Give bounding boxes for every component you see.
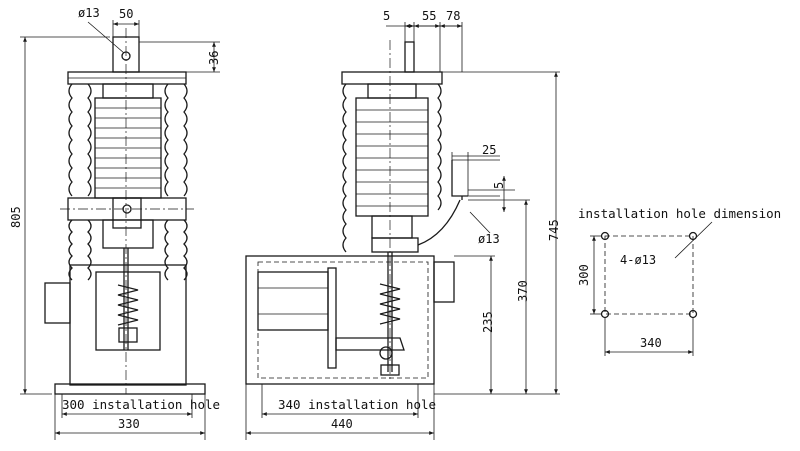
side-offset-55: 55 xyxy=(422,9,436,23)
side-view xyxy=(245,40,468,385)
front-view xyxy=(44,28,206,395)
hole-pattern-height-300: 300 xyxy=(577,264,591,286)
front-interrupter-fins xyxy=(94,97,162,199)
side-installation-hole-label: 340 installation hole xyxy=(278,397,436,412)
side-lower-height-370: 370 xyxy=(516,280,530,302)
front-hole-diameter: ø13 xyxy=(78,6,100,20)
hole-pattern-width-340: 340 xyxy=(640,336,662,350)
hole-pattern xyxy=(590,221,713,356)
side-terminal-bracket xyxy=(451,160,468,197)
front-right-bellows xyxy=(164,83,169,197)
side-spring xyxy=(379,283,401,325)
mounting-hole xyxy=(600,231,610,241)
side-offset-78: 78 xyxy=(446,9,460,23)
side-interrupter-fins xyxy=(355,97,429,217)
side-mid-height-235: 235 xyxy=(481,311,495,333)
hole-pattern-label: 4-ø13 xyxy=(620,253,656,267)
side-right-box xyxy=(433,261,455,303)
front-left-bellows xyxy=(68,83,73,197)
mounting-hole xyxy=(688,231,698,241)
side-bracket-offset-5: 5 xyxy=(492,182,506,189)
side-operating-coil xyxy=(257,271,329,331)
side-left-bellows xyxy=(342,83,347,253)
mounting-hole xyxy=(600,309,610,319)
side-base-width-440: 440 xyxy=(331,417,353,431)
side-top-cap xyxy=(341,71,443,85)
side-bracket-hole: ø13 xyxy=(478,232,500,246)
side-flex-conductor xyxy=(417,199,461,246)
hole-pattern-title: installation hole dimension xyxy=(578,206,781,221)
front-top-height-36: 36 xyxy=(207,51,221,65)
side-overall-height-745: 745 xyxy=(547,219,561,241)
front-base xyxy=(54,383,206,395)
front-side-box xyxy=(44,282,71,324)
front-overall-height-805: 805 xyxy=(9,206,23,228)
hole-pattern-outline xyxy=(604,235,694,315)
front-dimensions xyxy=(20,20,220,440)
side-bracket-width-25: 25 xyxy=(482,143,496,157)
front-installation-hole-label: 300 installation hole xyxy=(62,397,220,412)
side-top-tab xyxy=(404,41,415,73)
side-offset-5: 5 xyxy=(383,9,390,23)
front-top-width-50: 50 xyxy=(119,7,133,21)
side-housing xyxy=(245,255,435,385)
mounting-hole xyxy=(688,309,698,319)
front-spring xyxy=(117,284,139,326)
side-dimensions xyxy=(245,22,560,440)
front-base-width-330: 330 xyxy=(118,417,140,431)
side-lever-arm xyxy=(335,337,405,351)
